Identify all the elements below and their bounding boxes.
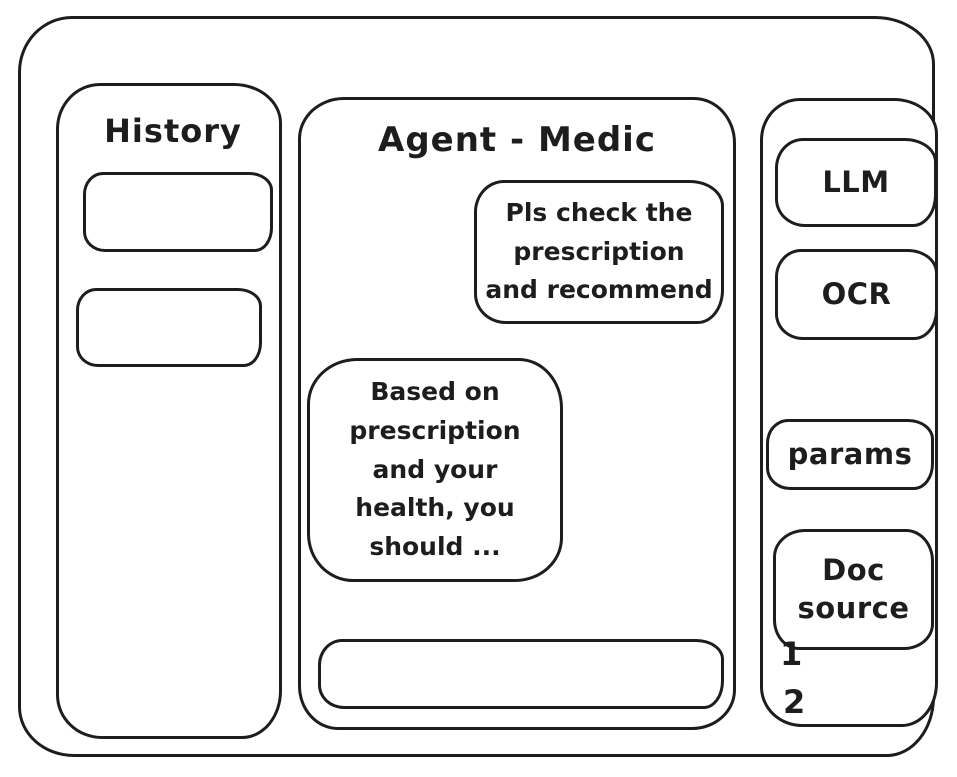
history-panel: History (56, 83, 282, 739)
doc-source-item-2[interactable]: 2 (783, 683, 806, 721)
user-message-bubble: Pls check the prescription and recommend (474, 180, 724, 324)
history-item[interactable] (83, 172, 273, 252)
doc-source-button[interactable]: Doc source (773, 529, 934, 650)
llm-button[interactable]: LLM (775, 138, 937, 227)
params-button[interactable]: params (766, 419, 934, 490)
history-item[interactable] (76, 288, 262, 367)
tools-panel: LLM OCR params Doc source 1 2 (760, 98, 938, 727)
chat-panel: Agent - Medic Pls check the prescription… (298, 97, 736, 730)
chat-input[interactable] (318, 639, 724, 709)
ocr-button[interactable]: OCR (775, 249, 938, 340)
assistant-message-text: Based on prescription and your health, y… (349, 377, 521, 562)
app-frame: History Agent - Medic Pls check the pres… (18, 16, 938, 757)
user-message-text: Pls check the prescription and recommend (485, 197, 713, 305)
assistant-message-bubble: Based on prescription and your health, y… (307, 358, 563, 582)
chat-title: Agent - Medic (378, 120, 656, 160)
history-title: History (104, 112, 242, 150)
doc-source-item-1[interactable]: 1 (780, 635, 803, 673)
